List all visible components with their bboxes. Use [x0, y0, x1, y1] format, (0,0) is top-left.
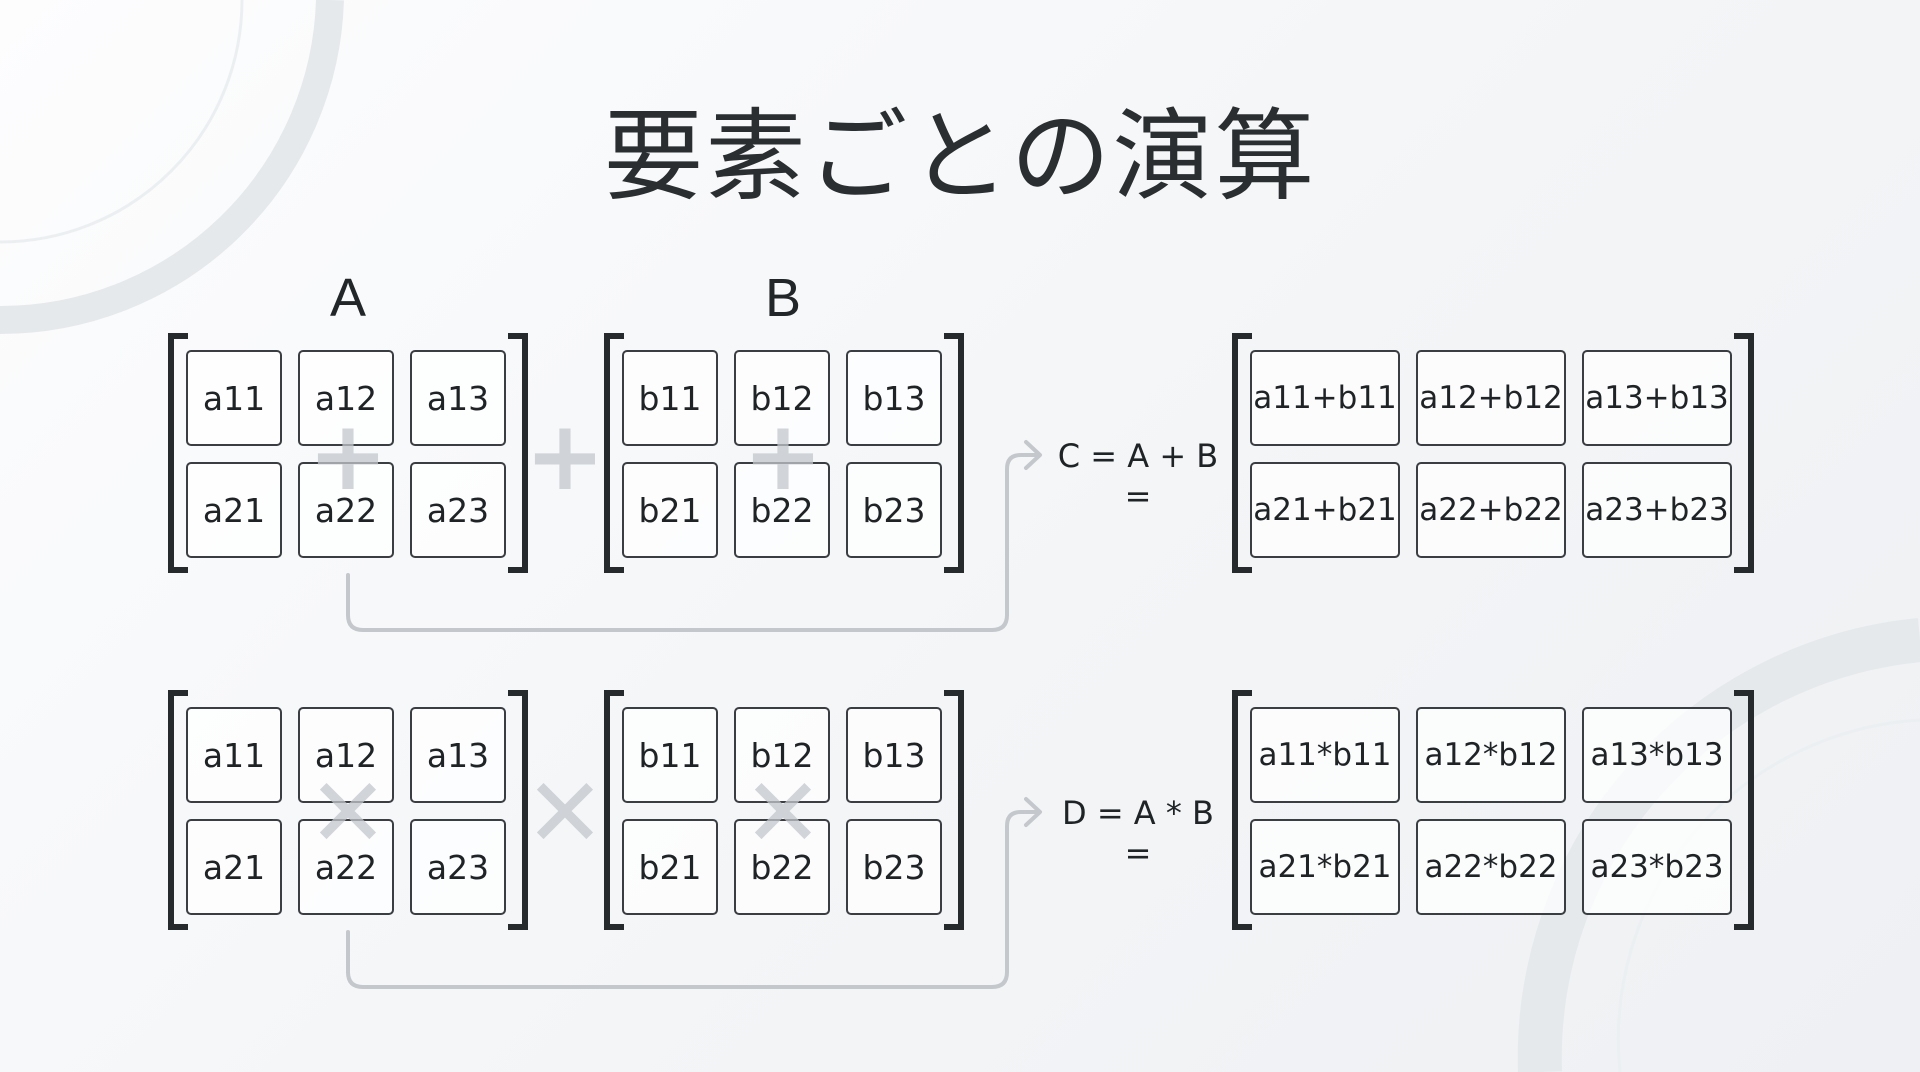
connector-addition — [346, 440, 1042, 632]
matrix-b-cell: b13 — [846, 350, 942, 446]
result-cell: a12*b12 — [1416, 707, 1566, 803]
result-cell: a23+b23 — [1582, 462, 1732, 558]
matrix-a-cell: a12 — [298, 350, 394, 446]
bracket-right — [944, 333, 964, 573]
plus-symbol: + — [524, 400, 606, 512]
bracket-left — [1232, 690, 1252, 930]
times-symbol: ✕ — [524, 757, 606, 869]
matrix-a-cell: a21 — [186, 819, 282, 915]
page-title: 要素ごとの演算 — [603, 98, 1317, 215]
equation-sum: C = A + B = — [1057, 437, 1219, 515]
result-cell: a12+b12 — [1416, 350, 1566, 446]
result-cell: a11+b11 — [1250, 350, 1400, 446]
bracket-right — [508, 333, 528, 573]
bracket-left — [604, 690, 624, 930]
matrix-b-cell: b22 — [734, 819, 830, 915]
equation-product: D = A * B = — [1062, 794, 1214, 872]
bracket-left — [168, 690, 188, 930]
matrix-b-cell: b12 — [734, 707, 830, 803]
matrix-a-cell: a13 — [410, 350, 506, 446]
bracket-left — [604, 333, 624, 573]
matrix-a-cell: a11 — [186, 350, 282, 446]
plus-symbol: + — [742, 400, 824, 512]
matrix-a-cell: a22 — [298, 819, 394, 915]
matrix-b-cell: b21 — [622, 462, 718, 558]
matrix-a-cell: a23 — [410, 462, 506, 558]
bracket-right — [1734, 690, 1754, 930]
matrix-a-cell: a21 — [186, 462, 282, 558]
result-cell: a11*b11 — [1250, 707, 1400, 803]
matrix-a-label: A — [329, 268, 367, 328]
matrix-b-cell: b11 — [622, 350, 718, 446]
bracket-left — [168, 333, 188, 573]
matrix-a-cell: a22 — [298, 462, 394, 558]
bracket-right — [508, 690, 528, 930]
matrix-a-cell: a23 — [410, 819, 506, 915]
plus-symbol: + — [307, 400, 389, 512]
bracket-left — [1232, 333, 1252, 573]
matrix-b-cell: b21 — [622, 819, 718, 915]
result-cell: a23*b23 — [1582, 819, 1732, 915]
bracket-right — [1734, 333, 1754, 573]
matrix-a-cell: a13 — [410, 707, 506, 803]
result-cell: a21+b21 — [1250, 462, 1400, 558]
result-cell: a22+b22 — [1416, 462, 1566, 558]
result-cell: a22*b22 — [1416, 819, 1566, 915]
matrix-b-cell: b22 — [734, 462, 830, 558]
times-symbol: ✕ — [307, 757, 389, 869]
result-cell: a13*b13 — [1582, 707, 1732, 803]
result-cell: a21*b21 — [1250, 819, 1400, 915]
times-symbol: ✕ — [742, 757, 824, 869]
matrix-b-label: B — [764, 268, 802, 328]
matrix-a-cell: a11 — [186, 707, 282, 803]
matrix-b-cell: b23 — [846, 462, 942, 558]
matrix-b-cell: b11 — [622, 707, 718, 803]
connector-multiplication — [346, 797, 1042, 989]
result-cell: a13+b13 — [1582, 350, 1732, 446]
bracket-right — [944, 690, 964, 930]
matrix-b-cell: b13 — [846, 707, 942, 803]
matrix-b-cell: b23 — [846, 819, 942, 915]
matrix-b-cell: b12 — [734, 350, 830, 446]
matrix-a-cell: a12 — [298, 707, 394, 803]
